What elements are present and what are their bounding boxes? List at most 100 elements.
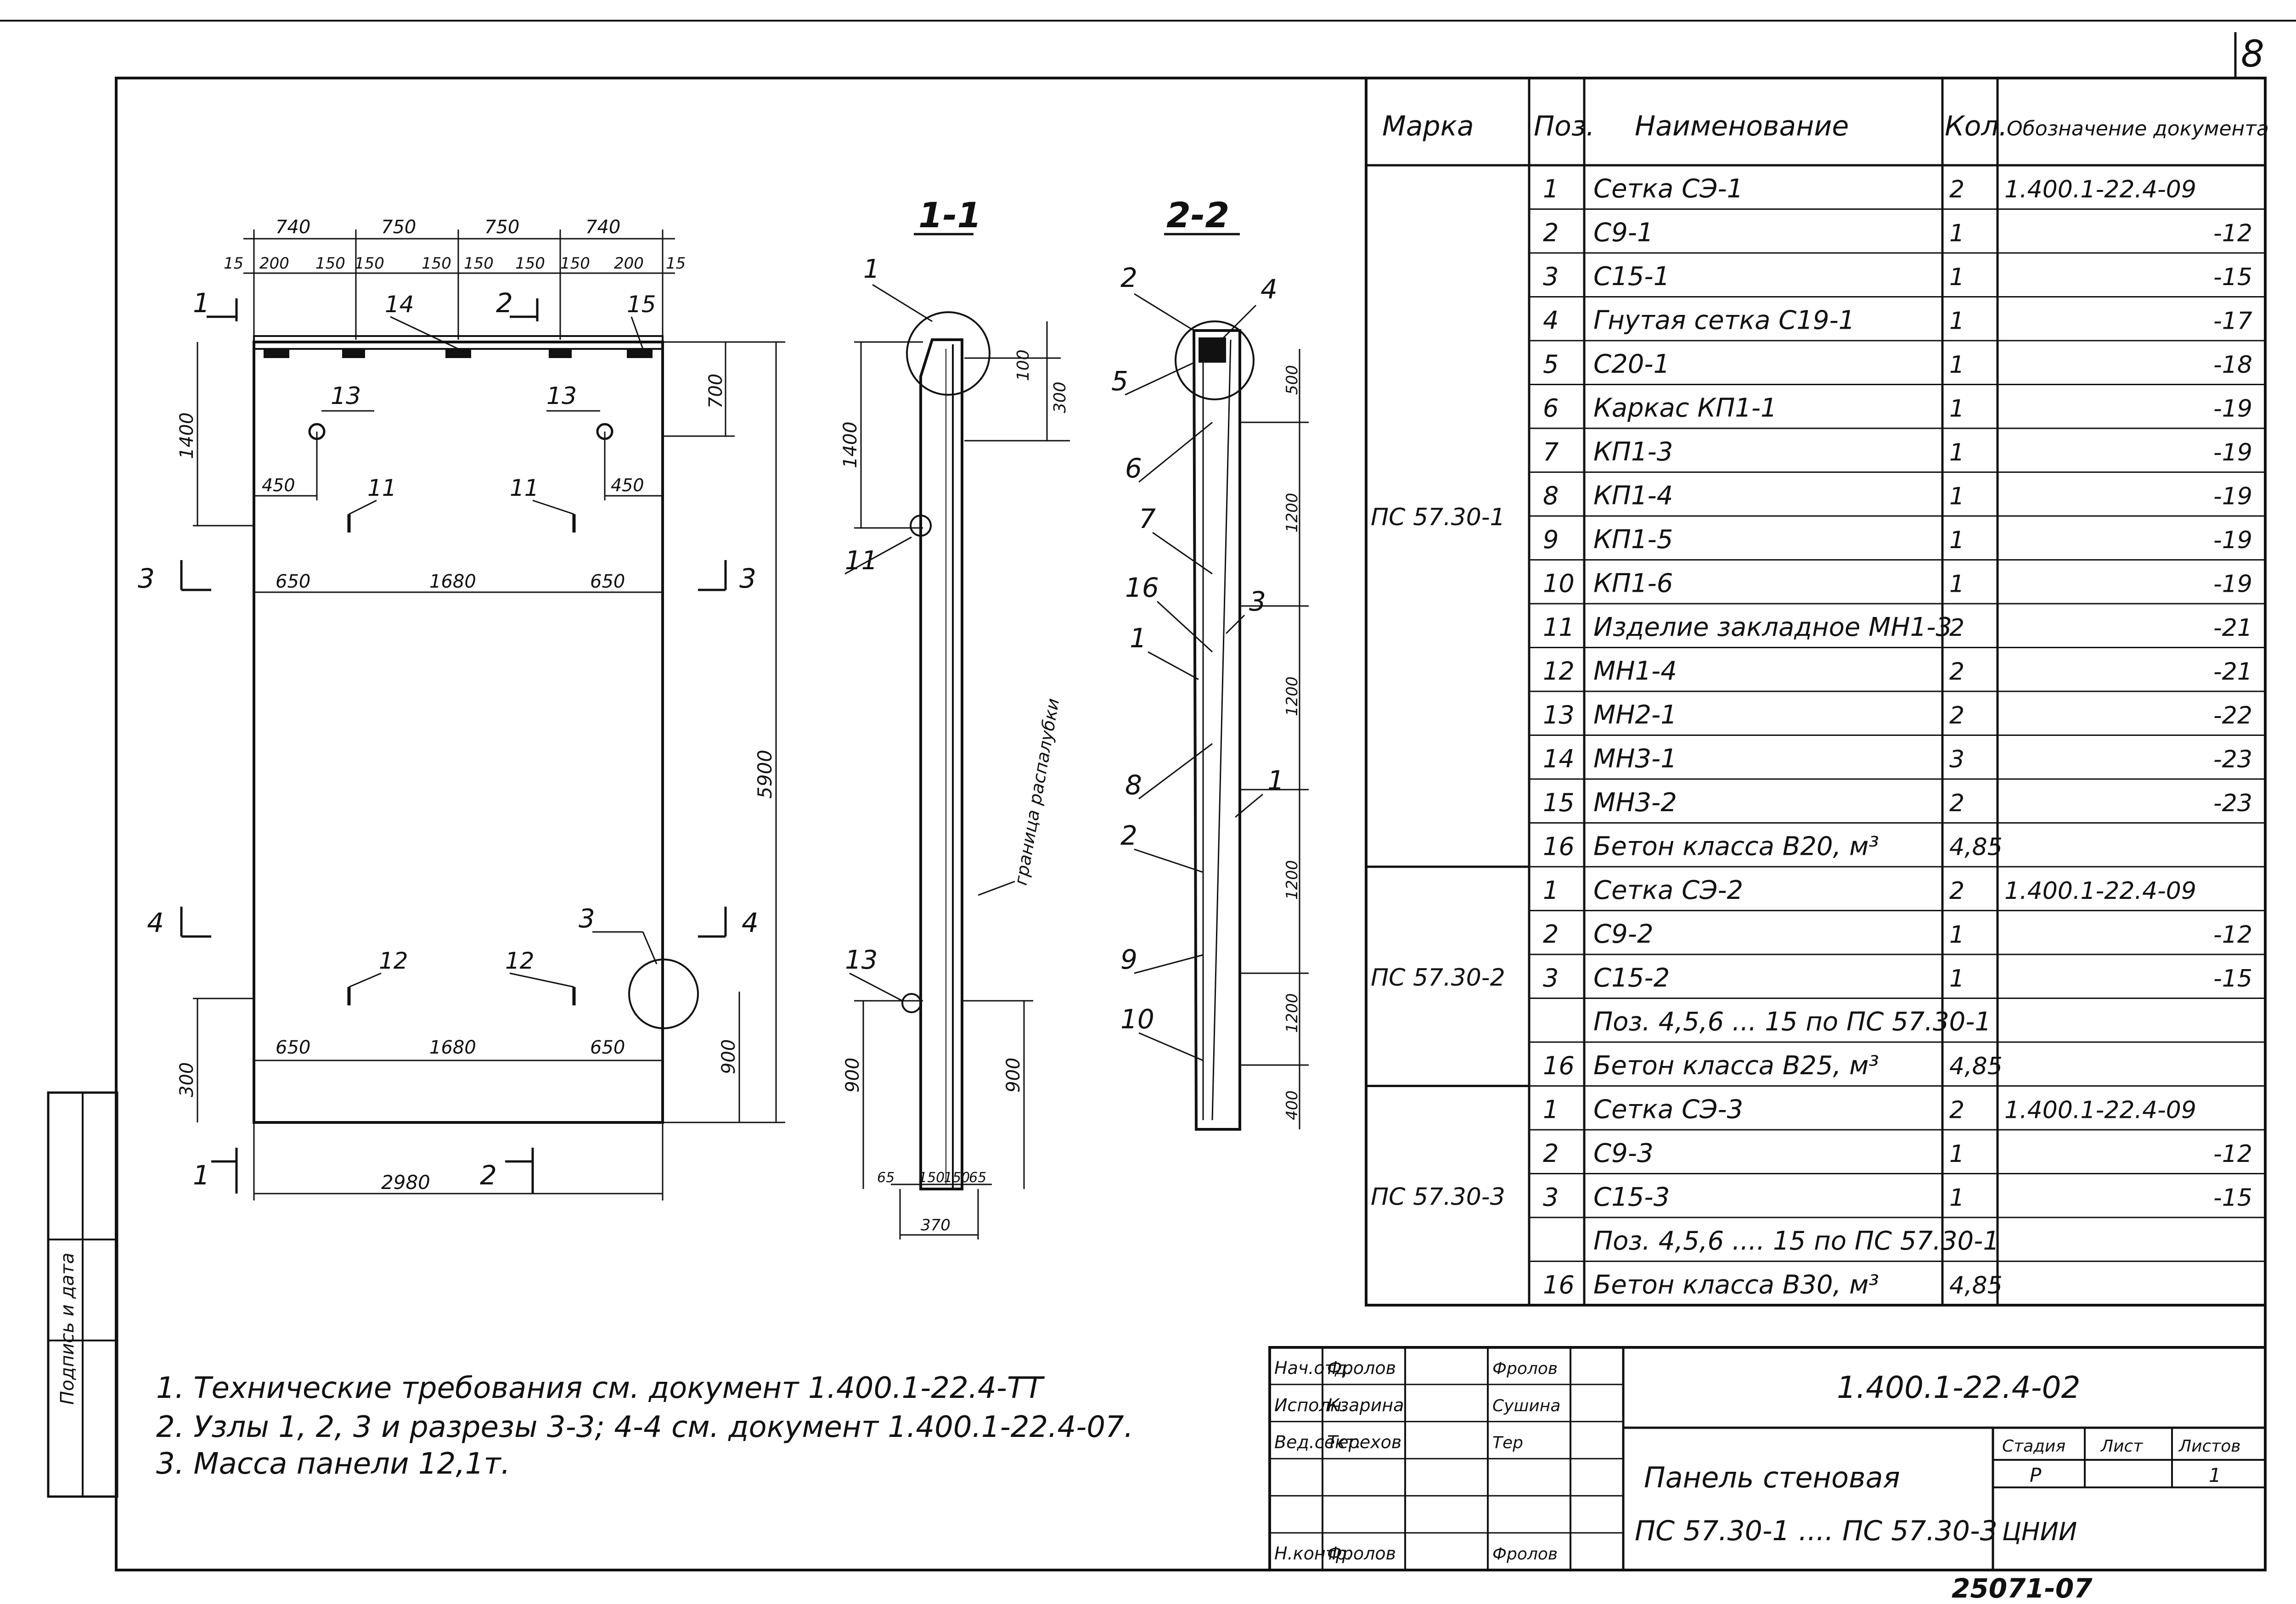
tb-role: Вед.сект. (1274, 1432, 1361, 1453)
panel-outline (253, 341, 664, 1124)
spec-qty: 1 (1949, 395, 1964, 423)
spec-doc: -21 (2213, 658, 2252, 686)
spec-qty: 4,85 (1949, 1053, 2003, 1080)
tb-role: Нач.отд. (1274, 1358, 1352, 1378)
spec-pos: 3 (1543, 262, 1559, 291)
spec-doc: -12 (2213, 1140, 2252, 1168)
spec-pos: 3 (1543, 1183, 1559, 1212)
dim-400-s22: 400 (1283, 1090, 1301, 1120)
cut-mark-1-bottom: 1 (193, 1160, 210, 1191)
dim-150b: 150 (355, 254, 384, 273)
callout-5: 5 (1111, 365, 1128, 397)
spec-name: КП1-3 (1593, 437, 1673, 467)
formwork-note: граница распалубки (1011, 697, 1064, 887)
callout-2-s22b: 2 (1120, 820, 1137, 851)
spec-name: Гнутая сетка С19-1 (1593, 306, 1855, 336)
note-3: 3. Масса панели 12,1т. (156, 1447, 510, 1481)
spec-qty: 2 (1949, 702, 1964, 729)
dim-650b: 650 (590, 571, 625, 592)
spec-header: Кол. (1945, 110, 2008, 142)
spec-name: Поз. 4,5,6 ... 15 по ПС 57.30-1 (1593, 1007, 1991, 1037)
dim-65b: 65 (969, 1170, 986, 1186)
dim-900a-s11: 900 (842, 1058, 863, 1093)
spec-name: Изделие закладное МН1-3 (1593, 612, 1952, 642)
spec-pos: 13 (1543, 701, 1575, 729)
spec-name: МН3-1 (1593, 744, 1677, 774)
dim-300: 300 (176, 1062, 197, 1097)
document-code: 1.400.1-22.4-02 (1837, 1370, 2080, 1405)
spec-doc: -12 (2213, 220, 2252, 247)
dim-200b: 200 (614, 254, 644, 273)
spec-doc: 1.400.1-22.4-09 (2004, 877, 2196, 905)
cut-mark-2-bottom: 2 (480, 1160, 497, 1191)
callout-1-s22b: 1 (1267, 765, 1284, 796)
callout-13a: 13 (331, 382, 361, 410)
spec-doc: -19 (2213, 483, 2252, 510)
embed-mark (549, 349, 572, 358)
dim-750a: 750 (381, 217, 416, 238)
document-title-line1: Панель стеновая (1644, 1461, 1900, 1494)
dim-1200d-s22: 1200 (1283, 993, 1301, 1033)
spec-doc: -15 (2213, 264, 2252, 291)
node-2-circle (1175, 320, 1255, 400)
dim-370: 370 (921, 1216, 951, 1234)
dim-150e: 150 (515, 254, 545, 273)
section-1-1: 1-1 1 11 13 1400 100 300 граница распалу… (840, 195, 1070, 1239)
spec-name: Бетон класса В25, м³ (1593, 1051, 1879, 1081)
dim-1400-s11: 1400 (840, 421, 861, 468)
section-2-2-outline (1192, 329, 1241, 1131)
spec-qty: 1 (1949, 308, 1964, 335)
spec-name: КП1-4 (1593, 481, 1673, 511)
spec-name: С20-1 (1593, 349, 1670, 379)
spec-qty: 1 (1949, 1140, 1964, 1168)
dim-750b: 750 (484, 217, 519, 238)
cut-arrow (207, 298, 238, 321)
callout-11a: 11 (367, 475, 397, 501)
callout-11b: 11 (510, 475, 539, 501)
cut-arrow (510, 298, 539, 321)
spec-doc: -18 (2213, 351, 2252, 379)
spec-doc: -23 (2213, 746, 2252, 774)
callout-16: 16 (1125, 572, 1159, 603)
spec-doc: 1.400.1-22.4-09 (2004, 176, 2196, 203)
dim-650d: 650 (590, 1037, 625, 1058)
dim-650a: 650 (276, 571, 310, 592)
spec-doc: -12 (2213, 921, 2252, 949)
spec-qty: 2 (1949, 1097, 1964, 1124)
spec-pos: 2 (1543, 219, 1559, 247)
tb-role: Исполн. (1274, 1395, 1347, 1415)
spec-qty: 1 (1949, 571, 1964, 598)
spec-name: С15-3 (1593, 1183, 1670, 1212)
archive-number: 25071-07 (1952, 1573, 2093, 1604)
spec-name: Бетон класса В20, м³ (1593, 832, 1879, 862)
spec-name: Сетка СЭ-1 (1593, 174, 1743, 204)
title-block: Нач.отд.ФроловИсполн.КзаринаВед.сект.Тер… (1268, 1346, 2267, 1571)
spec-name: КП1-5 (1593, 525, 1673, 555)
dim-65a: 65 (877, 1170, 895, 1186)
spec-name: Сетка СЭ-2 (1593, 875, 1743, 905)
tb-signature: Сушина (1492, 1396, 1560, 1415)
organization: ЦНИИ (2002, 1517, 2077, 1546)
spec-doc: -21 (2213, 614, 2252, 642)
callout-4: 4 (1261, 274, 1277, 305)
dim-1200c-s22: 1200 (1283, 860, 1301, 900)
spec-qty: 1 (1949, 483, 1964, 510)
dim-740b: 740 (585, 217, 620, 238)
spec-pos: 9 (1543, 525, 1559, 554)
spec-pos: 7 (1543, 437, 1559, 466)
spec-name: С15-1 (1593, 262, 1670, 292)
spec-qty: 2 (1949, 790, 1964, 817)
spec-doc: 1.400.1-22.4-09 (2004, 1097, 2196, 1124)
section-2-2-title: 2-2 (1166, 195, 1229, 236)
spec-doc: -19 (2213, 571, 2252, 598)
callout-10: 10 (1120, 1004, 1154, 1035)
spec-name: С15-2 (1593, 963, 1670, 993)
callout-1-s11: 1 (863, 254, 880, 284)
section-2-2: 2-2 2 4 5 6 7 16 3 1 8 1 2 9 10 (1111, 195, 1309, 1131)
dim-150d: 150 (464, 254, 494, 273)
spec-qty: 1 (1949, 965, 1964, 993)
dim-900b-s11: 900 (1003, 1058, 1024, 1093)
spec-pos: 2 (1543, 920, 1559, 949)
